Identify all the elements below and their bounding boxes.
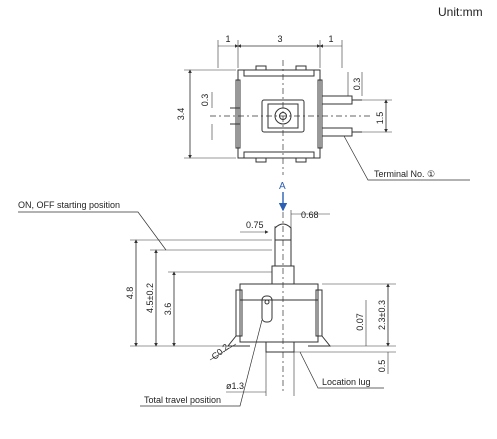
dim-lug-dia: ø1.3 — [226, 381, 244, 391]
dim-small-gap: 0.07 — [355, 313, 365, 331]
dim-height: 3.4 — [176, 108, 186, 121]
dim-bottom-offset: 0.5 — [377, 360, 387, 373]
side-body-outline — [239, 283, 319, 343]
dim-travel-height: 3.6 — [163, 303, 173, 316]
dim-chamfer: C0.2 — [210, 342, 231, 362]
top-view — [184, 40, 470, 181]
dim-right-gap: 1 — [328, 34, 333, 44]
callout-location-lug: Location lug — [322, 377, 371, 387]
dim-terminal-width: 0.3 — [352, 78, 362, 91]
dim-terminal-pitch: 1.5 — [375, 112, 385, 125]
dim-slot: 0.3 — [200, 94, 210, 107]
callout-on-off: ON, OFF starting position — [18, 200, 120, 210]
dim-body-height: 2.3±0.3 — [377, 300, 387, 330]
top-body-outline — [237, 69, 321, 159]
dim-left-gap: 1 — [225, 34, 230, 44]
location-lug — [265, 341, 295, 353]
dim-actuator-offset: 0.75 — [246, 220, 264, 230]
terminal-upper — [321, 95, 353, 105]
dim-on-off-height: 4.5±0.2 — [145, 283, 155, 313]
dim-width: 3 — [277, 34, 282, 44]
terminal-lower — [321, 127, 353, 137]
callout-total-travel: Total travel position — [144, 395, 221, 405]
dim-actuator-dia: 0.68 — [301, 210, 319, 220]
terminal-callout: Terminal No. ① — [374, 169, 435, 179]
side-view — [18, 210, 396, 407]
dim-total-height: 4.8 — [125, 287, 135, 300]
view-arrow-label: A — [279, 181, 286, 192]
unit-label: Unit:mm — [438, 5, 483, 19]
